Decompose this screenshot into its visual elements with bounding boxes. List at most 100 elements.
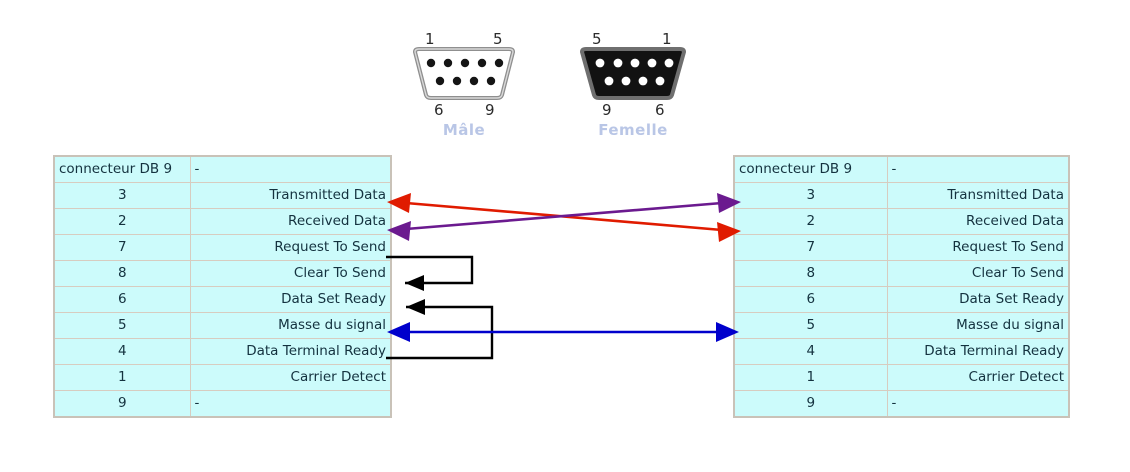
left-pin-signal: Clear To Send	[189, 260, 392, 287]
table-row: 9-	[733, 390, 1070, 418]
arrowhead-cts	[405, 275, 424, 291]
right-pin-number: 1	[733, 364, 888, 391]
left-pin-number: 7	[53, 234, 191, 261]
left-table-title-value: -	[189, 155, 392, 183]
female-connector: 5 1 9 6 Femelle	[572, 28, 694, 139]
left-pin-number: 5	[53, 312, 191, 339]
male-pin-2	[443, 58, 453, 68]
table-header-row: connecteur DB 9 -	[53, 155, 392, 183]
male-pin-7	[452, 76, 462, 86]
right-pin-number: 4	[733, 338, 888, 365]
right-pin-number: 2	[733, 208, 888, 235]
female-pin-9-bottom-label: 9	[602, 101, 612, 119]
right-pin-number: 5	[733, 312, 888, 339]
left-pin-number: 1	[53, 364, 191, 391]
right-pin-signal: Masse du signal	[886, 312, 1070, 339]
left-table-title: connecteur DB 9	[53, 155, 191, 183]
female-pin-1	[664, 58, 674, 68]
right-pin-number: 6	[733, 286, 888, 313]
left-pin-signal: Masse du signal	[189, 312, 392, 339]
left-pin-signal: Received Data	[189, 208, 392, 235]
male-pin-1-top-label: 1	[425, 30, 435, 48]
male-pin-6	[435, 76, 445, 86]
right-table-title-value: -	[886, 155, 1070, 183]
left-pin-number: 6	[53, 286, 191, 313]
male-connector-graphic: 1 5 6 9	[413, 30, 515, 119]
right-pin-number: 8	[733, 260, 888, 287]
female-pin-6-bottom-label: 6	[655, 101, 665, 119]
left-pin-number: 9	[53, 390, 191, 418]
female-pin-9	[604, 76, 614, 86]
left-pin-number: 4	[53, 338, 191, 365]
male-pin-9-bottom-label: 9	[485, 101, 495, 119]
left-pin-signal: Carrier Detect	[189, 364, 392, 391]
right-pin-signal: Data Set Ready	[886, 286, 1070, 313]
female-connector-graphic: 5 1 9 6	[580, 30, 686, 119]
right-pin-signal: Clear To Send	[886, 260, 1070, 287]
female-pin-3	[630, 58, 640, 68]
right-pin-signal: Received Data	[886, 208, 1070, 235]
female-pin-5	[595, 58, 605, 68]
arrowhead-dsr	[406, 299, 425, 315]
male-connector: 1 5 6 9 Mâle	[405, 28, 523, 139]
male-shell	[413, 47, 515, 100]
male-pin-8	[469, 76, 479, 86]
female-pin-7	[638, 76, 648, 86]
right-pin-signal: Data Terminal Ready	[886, 338, 1070, 365]
female-pin-1-top-label: 1	[662, 30, 672, 48]
left-pin-number: 8	[53, 260, 191, 287]
right-pin-signal: Carrier Detect	[886, 364, 1070, 391]
left-pin-signal: Transmitted Data	[189, 182, 392, 209]
male-pin-3	[460, 58, 470, 68]
male-pin-5	[494, 58, 504, 68]
right-pin-signal: -	[886, 390, 1070, 418]
male-pin-9	[486, 76, 496, 86]
male-pin-4	[477, 58, 487, 68]
table-header-row: connecteur DB 9 -	[733, 155, 1070, 183]
wire-rts-to-cts-left	[386, 255, 474, 291]
wire-rxd-left-to-txd-right	[387, 193, 741, 241]
wire-dtr-to-dsr-left	[386, 299, 494, 360]
male-pin-5-top-label: 5	[493, 30, 503, 48]
female-shell	[580, 47, 686, 100]
wire-txd-left-to-rxd-right	[387, 193, 741, 242]
right-pin-signal: Transmitted Data	[886, 182, 1070, 209]
female-connector-caption: Femelle	[598, 121, 668, 139]
male-connector-caption: Mâle	[442, 121, 486, 139]
female-pin-4	[613, 58, 623, 68]
left-pin-signal: Request To Send	[189, 234, 392, 261]
right-pin-number: 7	[733, 234, 888, 261]
female-pin-8	[621, 76, 631, 86]
left-pin-signal: Data Terminal Ready	[189, 338, 392, 365]
right-pin-number: 9	[733, 390, 888, 418]
female-pin-5-top-label: 5	[592, 30, 602, 48]
right-pin-signal: Request To Send	[886, 234, 1070, 261]
female-pin-2	[647, 58, 657, 68]
left-pin-signal: -	[189, 390, 392, 418]
left-pin-signal: Data Set Ready	[189, 286, 392, 313]
female-pin-6	[655, 76, 665, 86]
male-pin-1	[426, 58, 436, 68]
right-table-title: connecteur DB 9	[733, 155, 888, 183]
left-pin-number: 3	[53, 182, 191, 209]
left-pin-number: 2	[53, 208, 191, 235]
table-row: 9-	[53, 390, 392, 418]
